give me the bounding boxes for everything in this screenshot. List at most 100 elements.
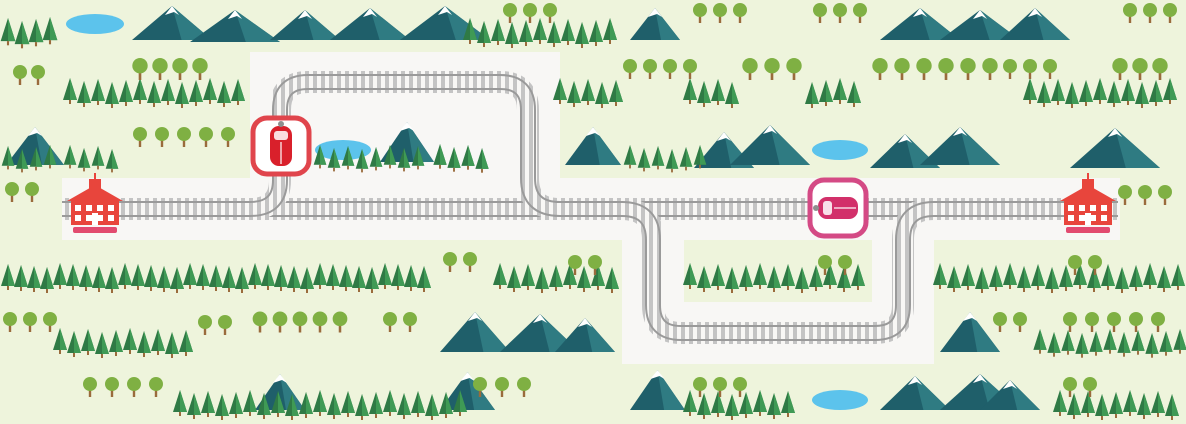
pine-tree: [215, 394, 229, 420]
round-tree: [1013, 312, 1027, 332]
pine-tree: [575, 22, 589, 48]
pine-tree: [369, 392, 383, 418]
pine-tree: [425, 394, 439, 420]
pine-tree: [819, 80, 833, 106]
pine-tree: [179, 330, 193, 356]
round-tree: [332, 311, 348, 333]
round-tree: [172, 58, 188, 80]
train-icon: [813, 197, 858, 219]
pine-tree: [341, 391, 355, 417]
round-tree: [132, 58, 148, 80]
mountain: [380, 122, 434, 162]
round-tree: [495, 377, 509, 397]
pine-tree: [105, 82, 119, 108]
pine-tree: [603, 18, 617, 44]
pine-tree: [79, 265, 93, 291]
round-tree: [742, 58, 758, 80]
round-tree: [1043, 59, 1057, 79]
pine-tree: [567, 81, 581, 107]
round-tree: [853, 3, 867, 23]
pine-tree: [300, 267, 314, 293]
pine-tree: [609, 80, 623, 106]
pine-tree: [173, 390, 187, 416]
round-tree: [1063, 312, 1077, 332]
pine-tree: [203, 78, 217, 104]
round-tree: [663, 59, 677, 79]
trains[interactable]: [250, 115, 869, 239]
pine-tree: [561, 19, 575, 45]
pine-tree: [157, 266, 171, 292]
pine-tree: [493, 263, 507, 289]
red-train[interactable]: [250, 115, 312, 177]
pine-tree: [753, 263, 767, 289]
pine-tree: [261, 264, 275, 290]
pine-tree: [1075, 333, 1089, 358]
round-tree: [1138, 185, 1152, 205]
round-tree: [938, 58, 954, 80]
round-tree: [693, 3, 707, 23]
pine-tree: [1089, 331, 1103, 356]
pine-tree: [326, 264, 340, 290]
pine-tree: [947, 266, 961, 292]
pine-tree: [271, 391, 285, 417]
railway-track: [62, 71, 1118, 344]
pine-tree: [235, 267, 249, 293]
pine-tree: [725, 394, 739, 420]
round-tree: [713, 3, 727, 23]
pine-tree: [553, 78, 567, 104]
pine-tree: [533, 18, 547, 44]
mountain: [630, 370, 685, 410]
pine-tree: [1145, 333, 1159, 358]
station-icon: [67, 173, 123, 233]
pine-tree: [187, 393, 201, 419]
pine-tree: [77, 148, 91, 172]
pine-tree: [507, 266, 521, 292]
pine-tree: [1131, 330, 1145, 355]
pine-tree: [767, 393, 781, 419]
pine-tree: [563, 263, 577, 289]
round-tree: [1158, 185, 1172, 205]
round-tree: [1023, 59, 1037, 79]
pine-tree: [847, 81, 861, 107]
pine-tree: [725, 82, 739, 108]
pine-tree: [66, 264, 80, 290]
pine-tree: [1135, 82, 1149, 108]
round-tree: [149, 377, 163, 397]
pine-tree: [95, 332, 109, 358]
pine-tree: [1137, 393, 1151, 419]
pine-tree: [119, 80, 133, 106]
pine-tree: [175, 82, 189, 108]
pine-tree: [1143, 263, 1157, 289]
pine-tree: [109, 330, 123, 356]
pine-tree: [147, 81, 161, 107]
round-tree: [25, 182, 39, 202]
pine-tree: [1157, 266, 1171, 292]
pine-tree: [591, 264, 605, 290]
pine-tree: [118, 263, 132, 289]
lake: [66, 14, 124, 34]
round-tree: [993, 312, 1007, 332]
pine-tree: [1031, 264, 1045, 290]
pine-tree: [189, 80, 203, 106]
mountain: [1070, 128, 1160, 168]
pine-tree: [683, 390, 697, 416]
mountain: [330, 8, 410, 40]
pine-tree: [1117, 332, 1131, 357]
pine-tree: [1121, 79, 1135, 105]
round-tree: [1085, 312, 1099, 332]
station-icon: [1060, 173, 1116, 233]
pine-tree: [313, 390, 327, 416]
pine-tree: [1165, 394, 1179, 420]
pine-tree: [1109, 392, 1123, 418]
pine-tree: [231, 79, 245, 105]
round-tree: [838, 255, 852, 275]
pink-train[interactable]: [807, 177, 869, 239]
round-tree: [272, 311, 288, 333]
round-tree: [83, 377, 97, 397]
pine-tree: [851, 264, 865, 290]
round-tree: [1152, 58, 1168, 80]
pine-tree: [1047, 332, 1061, 357]
pine-tree: [739, 392, 753, 418]
pine-tree: [0, 18, 16, 46]
pine-tree: [833, 78, 847, 104]
